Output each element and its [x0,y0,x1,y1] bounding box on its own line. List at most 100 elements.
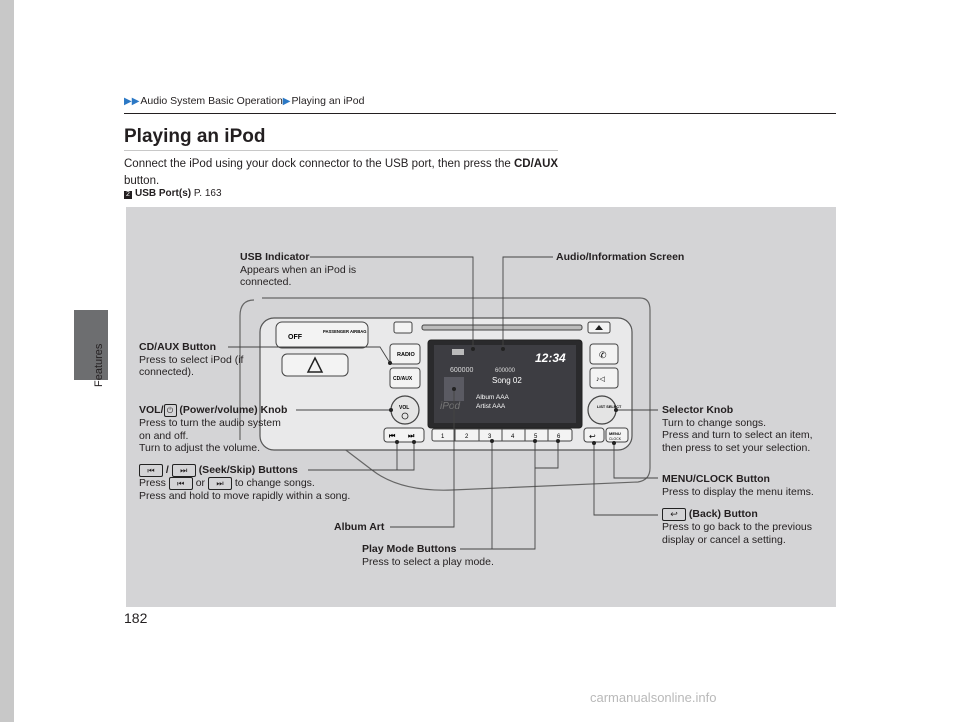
reference-label: USB Port(s) [135,188,192,199]
selector-knob-label: LIST SELECT [597,405,622,409]
back-callout-title: (Back) Button [688,508,758,520]
vol-callout-title-2: (Power/volume) Knob [176,404,288,416]
cdaux-callout-body-2: connected). [139,366,194,378]
back-icon: ↩ [589,432,596,441]
menu-clock-button [605,427,629,443]
hazard-icon [306,356,324,373]
album-art-callout: Album Art [334,521,384,534]
menu-callout-title: MENU/CLOCK Button [662,473,770,485]
cd-aux-callout: CD/AUX Button Press to select iPod (if c… [139,341,243,379]
selector-knob-callout: Selector Knob Turn to change songs. Pres… [662,404,813,454]
seek-callout-or: or [195,477,206,489]
preset-3: 3 [488,434,492,440]
back-icon: ↩ [662,508,686,521]
title-rule [124,150,558,151]
menu-callout-body: Press to display the menu items. [662,485,814,498]
usb-callout-body-1: Appears when an iPod is [240,263,357,276]
eject-icon [595,325,603,330]
leader-lines [228,256,658,550]
breadcrumb: ▶▶Audio System Basic Operation▶Playing a… [124,95,364,107]
header-rule [124,113,836,114]
intro-text-1: Connect the iPod using your dock connect… [124,158,514,170]
cdaux-callout-title: CD/AUX Button [139,341,216,353]
screen-track-total: 600000 [495,368,516,374]
seek-forward-icon: ⏭ [207,477,232,490]
seek-back-icon: ⏮ [139,464,163,477]
watermark: carmanualsonline.info [590,690,717,705]
dashboard-outline [262,297,651,491]
seek-callout: ⏮ / ⏭ (Seek/Skip) Buttons Press ⏮ or ⏭ t… [139,464,350,503]
screen-callout-title: Audio/Information Screen [556,251,685,263]
screen-song: Song 02 [492,376,522,385]
section-marker [74,310,108,380]
vol-callout-body-3: Turn to adjust the volume. [139,442,261,454]
seek-forward-icon: ⏭ [408,433,415,440]
seek-callout-change: to change songs. [234,477,315,489]
intro-text-2: button. [124,175,160,187]
selector-callout-body-2: Press and turn to select an item, [662,429,813,441]
preset-2: 2 [465,434,469,440]
reference-icon: 2 [124,191,132,199]
cd-aux-button-label: CD/AUX [393,376,413,382]
radio-button [389,343,421,365]
vol-callout-body-1: Press to turn the audio system [139,417,281,429]
vol-callout-body-2: on and off. [139,429,189,442]
voice-icon: ♪◁ [596,376,606,383]
usb-callout-body-2: connected. [240,276,292,288]
seek-callout-title: (Seek/Skip) Buttons [198,464,298,476]
album-callout-title: Album Art [334,521,385,533]
back-callout-body-2: display or cancel a setting. [662,533,786,546]
back-button-callout: ↩ (Back) Button Press to go back to the … [662,508,812,546]
radio-button-label: RADIO [397,352,415,358]
power-icon [401,412,409,420]
screen-time: 12:34 [535,351,566,365]
screen-callout: Audio/Information Screen [556,251,684,264]
airbag-indicator [275,321,369,349]
play-callout-body: Press to select a play mode. [362,555,494,568]
intro-button-name: CD/AUX [513,158,559,170]
breadcrumb-arrow-icon: ▶ [282,96,291,107]
selector-callout-body-3: then press to set your selection. [662,441,811,454]
preset-1: 1 [441,434,445,440]
usb-callout-title: USB Indicator [240,251,310,263]
play-callout-title: Play Mode Buttons [362,543,457,555]
preset-5: 5 [534,434,538,440]
page-title: Playing an iPod [124,126,266,147]
seek-back-icon: ⏮ [168,477,193,490]
menu-clock-callout: MENU/CLOCK Button Press to display the m… [662,473,814,498]
selector-callout-title: Selector Knob [662,404,734,416]
selector-knob [587,395,617,425]
leader-dots [388,347,618,445]
phone-button [589,343,619,365]
seek-buttons [383,427,425,443]
menu-label: MENU [609,431,621,436]
power-icon: ⏻ [163,404,177,417]
preset-4: 4 [511,434,515,440]
cdaux-callout-body-1: Press to select iPod (if [139,353,244,366]
seek-forward-icon: ⏭ [171,464,196,477]
usb-indicator-icon [452,349,464,355]
light-button [393,321,413,334]
disc-slot [421,324,583,331]
usb-indicator-callout: USB Indicator Appears when an iPod is co… [240,251,356,289]
screen-track-number: 600000 [450,367,473,374]
airbag-label-text: PASSENGER AIRBAG [323,329,367,334]
preset-6: 6 [557,434,561,440]
vol-callout-title-1: VOL/ [139,404,164,416]
seek-callout-body-2: Press and hold to move rapidly within a … [139,490,351,502]
selector-callout-body-1: Turn to change songs. [662,416,767,429]
dashboard-outline-left [239,299,255,440]
breadcrumb-part2[interactable]: Playing an iPod [291,95,365,107]
breadcrumb-part1[interactable]: Audio System Basic Operation [140,95,283,107]
reference-page: P. 163 [193,188,222,199]
screen-artist: Artist AAA [476,403,506,410]
page-number: 182 [124,610,148,626]
phone-icon: ✆ [599,350,607,360]
vol-knob-label: VOL [399,405,409,411]
side-tab [0,0,14,722]
vol-knob-callout: VOL/⏻ (Power/volume) Knob Press to turn … [139,404,287,455]
screen-album: Album AAA [476,394,510,401]
airbag-off-text: OFF [288,334,303,341]
intro-text: Connect the iPod using your dock connect… [124,156,564,190]
